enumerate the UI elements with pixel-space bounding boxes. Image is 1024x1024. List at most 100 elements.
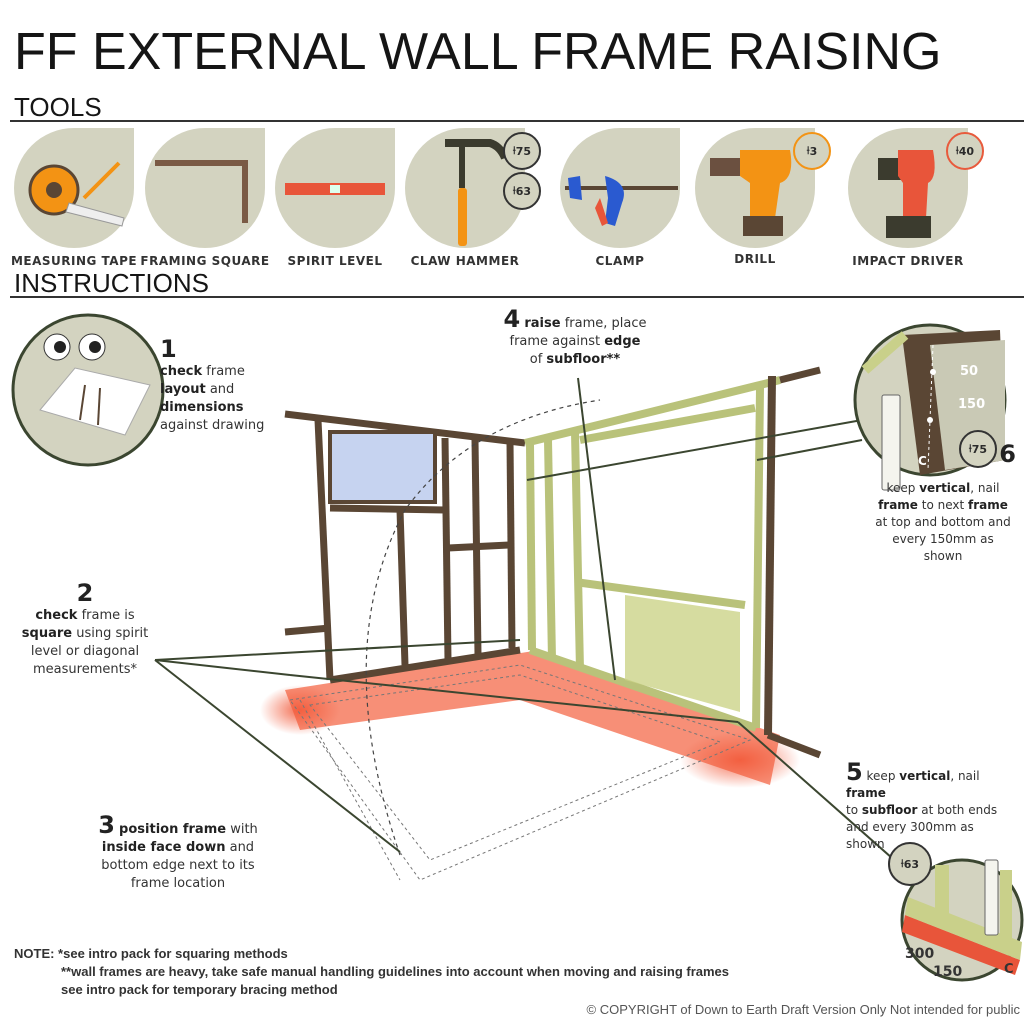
drill-icon xyxy=(710,150,792,236)
step-text-bold: raise xyxy=(524,316,561,331)
page-title: FF EXTERNAL WALL FRAME RAISING xyxy=(14,23,942,81)
step-text: using spirit xyxy=(72,626,149,641)
step-text-line: and every 300mm as xyxy=(846,819,1020,836)
step-text: shown xyxy=(846,837,885,851)
step-text: and xyxy=(205,382,235,397)
step-text-bold: frame xyxy=(968,498,1008,512)
step-text-line: measurements* xyxy=(20,661,150,679)
leader-lines xyxy=(154,377,893,859)
note-line: see intro pack for temporary bracing met… xyxy=(61,982,338,997)
step-text-line: of subfloor** xyxy=(500,351,650,369)
fixing-size: 75 xyxy=(515,144,532,158)
floor-joist xyxy=(766,731,822,759)
step-number-row: 1 xyxy=(160,337,264,363)
notes: NOTE: *see intro pack for squaring metho… xyxy=(14,945,729,999)
step-text-line: keep vertical, nail xyxy=(866,480,1020,497)
step-text-line: square using spirit xyxy=(20,625,150,643)
step-text-line: at top and bottom and xyxy=(866,514,1020,531)
step-text-line: layout and xyxy=(160,381,264,399)
step-text: , nail xyxy=(950,769,980,783)
nail-icon: ⟊ xyxy=(512,144,516,157)
step-text-bold: subfloor xyxy=(861,803,918,817)
step-text: bottom edge next to its xyxy=(101,858,255,873)
fixing-size-badge: ⟊63 xyxy=(503,172,541,210)
step-text-bold: frame xyxy=(878,498,918,512)
nail-icon: ⟊ xyxy=(900,857,904,870)
step-text-bold: check xyxy=(160,364,203,379)
spirit-level-icon xyxy=(881,394,901,491)
step-text: with xyxy=(226,822,258,837)
step-text-bold: frame xyxy=(846,786,886,800)
raising-arc xyxy=(365,399,601,856)
step-text-bold: layout xyxy=(160,382,206,397)
step-text-line: inside face down and xyxy=(88,839,268,857)
step-text: of xyxy=(529,352,547,367)
step-text: , nail xyxy=(970,481,1000,495)
tool-measuring-tape xyxy=(14,128,134,248)
step-text-line: frame to next frame xyxy=(866,497,1020,514)
spirit-level-icon xyxy=(984,859,999,936)
measuring-tape-icon xyxy=(28,161,125,227)
nail-icon: ⟊ xyxy=(512,184,516,197)
step-text: and every 300mm as xyxy=(846,820,974,834)
nail-63-badge: ⟊63 xyxy=(888,842,932,886)
step-text-line: check frame xyxy=(160,363,264,381)
top-plate xyxy=(779,366,821,384)
step-number: 5 xyxy=(846,758,863,786)
step-text-bold: inside face down xyxy=(101,840,226,855)
step-text-line: bottom edge next to its xyxy=(88,857,268,875)
frame-lying-outline xyxy=(289,664,752,881)
step-text: against drawing xyxy=(160,418,265,433)
step-text-bold: vertical xyxy=(919,481,971,495)
centre-marker: C xyxy=(918,454,927,468)
tool-label: MEASURING TAPE xyxy=(10,254,138,268)
step-number-row: 2 xyxy=(20,581,150,607)
left-wall-frame xyxy=(284,410,526,684)
step-text-line: 4 raise frame, place xyxy=(500,307,650,333)
window-opening xyxy=(328,430,437,504)
tool-impact-driver xyxy=(848,128,968,248)
nail-75-badge: ⟊75 xyxy=(959,430,997,468)
step-text-line: 3 position frame with xyxy=(88,813,268,839)
step-text-line: against drawing xyxy=(160,417,264,435)
step-text-bold: vertical xyxy=(899,769,951,783)
step-text-line: level or diagonal xyxy=(20,643,150,661)
step-text: frame is xyxy=(77,608,135,623)
step-text: frame location xyxy=(130,876,226,891)
step-text: at top and bottom and xyxy=(875,515,1011,529)
step-text: frame xyxy=(202,364,245,379)
step-text-line: 5 keep vertical, nail frame xyxy=(846,760,1020,802)
step-text: shown xyxy=(923,549,963,563)
note-line: NOTE: *see intro pack for squaring metho… xyxy=(14,946,288,961)
step-number: 3 xyxy=(98,811,115,839)
fixing-size: 63 xyxy=(515,184,532,198)
framing-square-icon xyxy=(155,160,248,223)
step-text: and xyxy=(225,840,255,855)
spirit-level-icon xyxy=(285,183,385,195)
dim-bottom-150: 150 xyxy=(933,964,963,980)
nail-icon: ⟊ xyxy=(968,442,972,455)
fixing-size: 40 xyxy=(958,144,975,158)
fixing-size-badge: ⟊75 xyxy=(503,132,541,170)
copyright-notice: © COPYRIGHT of Down to Earth Draft Versi… xyxy=(586,1002,1020,1017)
step-text-line: frame against edge xyxy=(500,333,650,351)
step-text-line: to subfloor at both ends xyxy=(846,802,1020,819)
step-text: level or diagonal xyxy=(30,644,140,659)
tool-framing-square xyxy=(145,128,265,248)
fixing-size-badge: ⟊3 xyxy=(793,132,831,170)
step-text-line: frame location xyxy=(88,875,268,893)
step-number: 1 xyxy=(160,335,177,363)
fixing-size-badge: ⟊40 xyxy=(946,132,984,170)
clamp-icon xyxy=(565,176,678,226)
centre-marker: C xyxy=(1004,962,1014,977)
step-text-bold: dimensions xyxy=(160,400,244,415)
tool-label: FRAMING SQUARE xyxy=(140,254,270,268)
tool-label: SPIRIT LEVEL xyxy=(287,254,383,268)
end-stud xyxy=(764,375,776,736)
step-text: frame, place xyxy=(560,316,647,331)
step-text-line: dimensions xyxy=(160,399,264,417)
